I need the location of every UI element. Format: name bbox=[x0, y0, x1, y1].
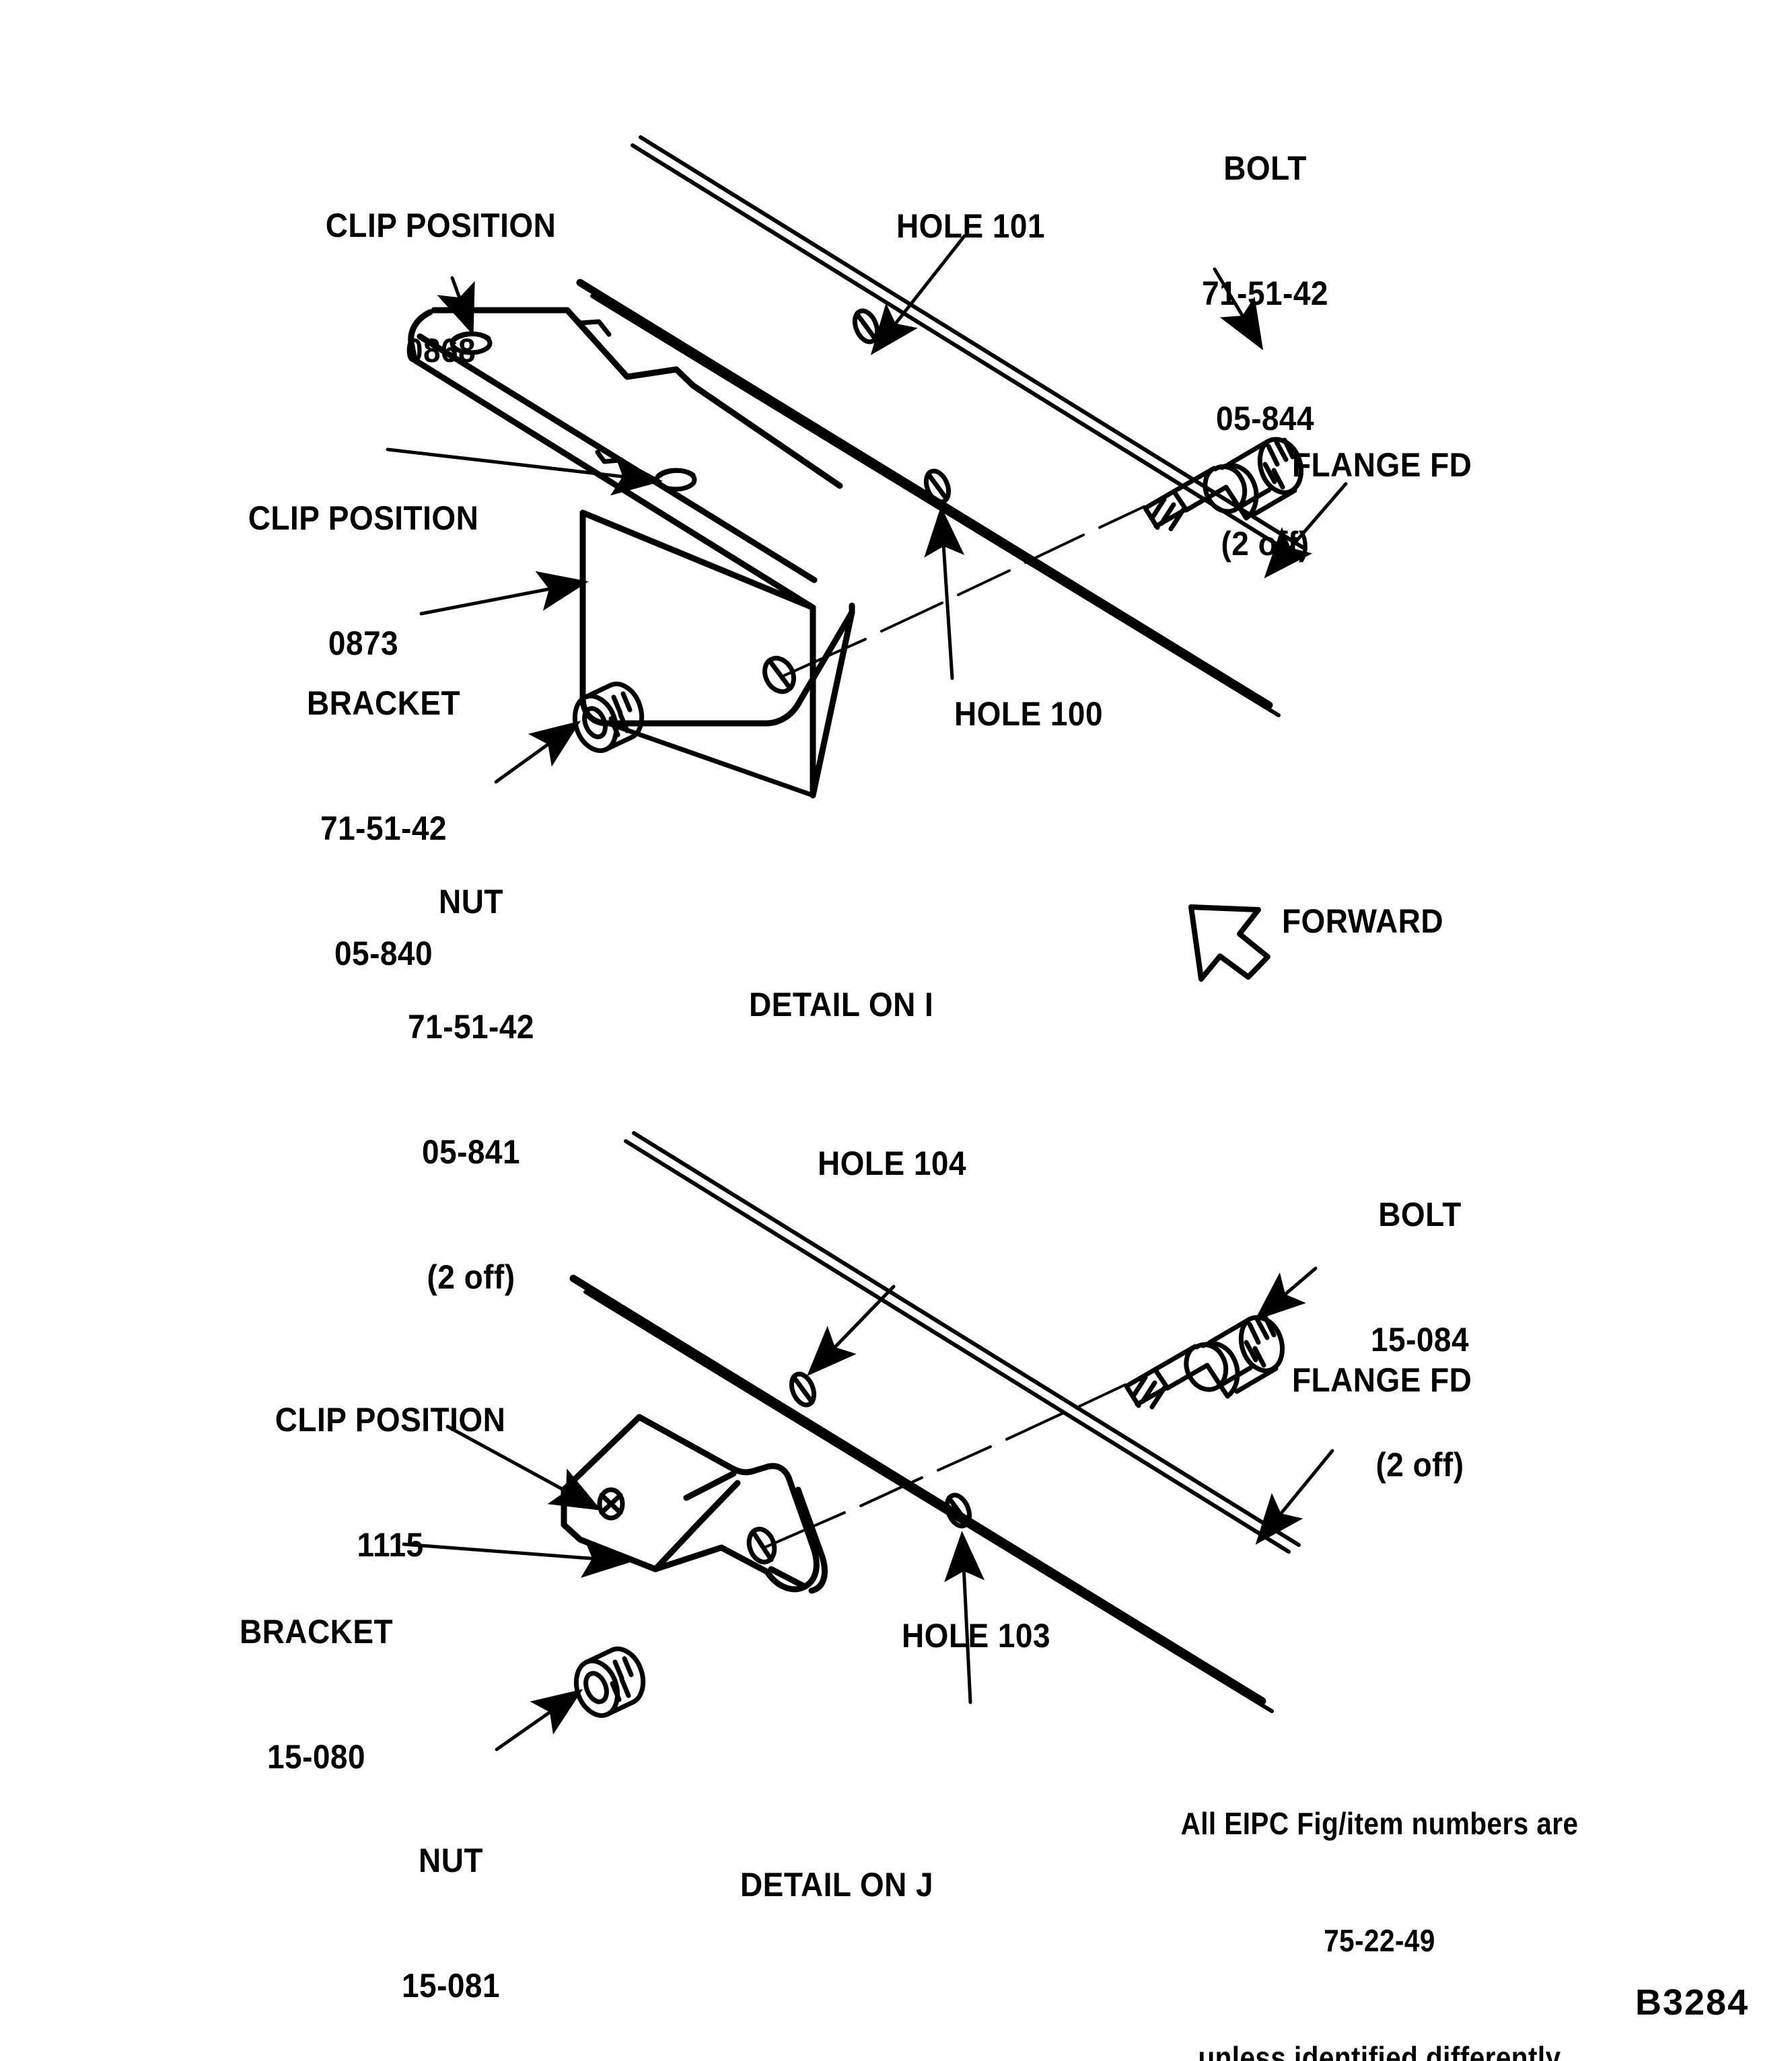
centreline-i bbox=[781, 505, 1145, 678]
clip-position-number: 0868 bbox=[405, 332, 476, 369]
bolt-lower-drawing bbox=[1124, 1315, 1285, 1410]
flange-fd-upper-thick bbox=[576, 279, 1273, 709]
callout-flange-fd-j: FLANGE FD bbox=[1292, 1361, 1472, 1399]
callout-bolt-i: BOLT 71-51-42 05-844 (2 off) bbox=[1153, 64, 1376, 648]
bracket-hole-clip-0873 bbox=[654, 468, 697, 492]
bracket-part-number-1: 71-51-42 bbox=[320, 809, 447, 847]
callout-hole-103: HOLE 103 bbox=[902, 1617, 1051, 1655]
figure-reference: B3284 bbox=[1635, 1982, 1750, 2023]
nut-upper-drawing bbox=[573, 682, 644, 753]
detail-caption-i: DETAIL ON I bbox=[749, 986, 934, 1023]
clip-position-label: CLIP POSITION bbox=[325, 207, 557, 244]
forward-arrow-icon bbox=[1188, 904, 1270, 982]
callout-clip-position-1115: CLIP POSITION 1115 bbox=[260, 1315, 520, 1649]
clip-position-label: CLIP POSITION bbox=[248, 499, 479, 537]
eipc-note-line-3: unless identified differently bbox=[1198, 2040, 1561, 2061]
flange-fd-lower-thick bbox=[569, 1274, 1266, 1705]
forward-label: FORWARD bbox=[1282, 902, 1444, 940]
nut-label: NUT bbox=[439, 883, 503, 920]
callout-bracket-j: BRACKET 15-080 bbox=[223, 1527, 409, 1861]
nut-part-number-2: 05-841 bbox=[421, 1133, 520, 1171]
bolt-quantity: (2 off) bbox=[1375, 1446, 1464, 1484]
callout-nut-j: NUT 15-081 (2 off) bbox=[358, 1756, 544, 2061]
nut-part-number-1: 71-51-42 bbox=[408, 1008, 534, 1046]
callout-hole-101: HOLE 101 bbox=[896, 207, 1046, 245]
bracket-upper-notch bbox=[565, 308, 622, 464]
bracket-lower-hole-lug bbox=[746, 1527, 777, 1564]
nut-part-number: 15-081 bbox=[401, 1967, 500, 2004]
bolt-label: BOLT bbox=[1378, 1196, 1462, 1233]
eipc-note-line-2: 75-22-49 bbox=[1324, 1923, 1435, 1958]
centreline-j bbox=[764, 1383, 1126, 1548]
eipc-note: All EIPC Fig/item numbers are 75-22-49 u… bbox=[1131, 1726, 1628, 2061]
bracket-label: BRACKET bbox=[306, 684, 461, 722]
hole-103-shape bbox=[944, 1492, 972, 1529]
clip-position-label: CLIP POSITION bbox=[275, 1401, 506, 1439]
bracket-lower-drawing bbox=[561, 1414, 828, 1594]
bolt-quantity: (2 off) bbox=[1221, 525, 1310, 563]
bracket-lower-hole-tab bbox=[597, 1487, 625, 1521]
clip-position-number: 1115 bbox=[357, 1526, 424, 1564]
callout-hole-100: HOLE 100 bbox=[954, 695, 1104, 733]
flange-fd-lower bbox=[624, 1131, 1301, 1554]
bracket-part-number-2: 05-840 bbox=[334, 935, 433, 972]
bolt-upper-drawing bbox=[1143, 437, 1304, 532]
callout-nut-i: NUT 71-51-42 05-841 (2 off) bbox=[359, 797, 582, 1381]
bolt-label: BOLT bbox=[1223, 149, 1307, 187]
detail-caption-j: DETAIL ON J bbox=[740, 1866, 934, 1904]
flange-fd-lower-lower-edge bbox=[583, 1290, 1274, 1713]
callout-clip-position-0873: CLIP POSITION 0873 bbox=[234, 414, 493, 748]
hole-104-shape bbox=[789, 1371, 817, 1408]
clip-position-number: 0873 bbox=[328, 624, 399, 662]
nut-label: NUT bbox=[419, 1842, 483, 1879]
eipc-note-line-1: All EIPC Fig/item numbers are bbox=[1180, 1806, 1579, 1841]
callout-hole-104: HOLE 104 bbox=[818, 1145, 967, 1182]
hole-101-shape bbox=[852, 308, 880, 345]
bolt-part-number: 15-084 bbox=[1370, 1321, 1469, 1359]
callout-bolt-j: BOLT 15-084 (2 off) bbox=[1327, 1110, 1513, 1569]
bracket-hole-web bbox=[762, 655, 796, 694]
bracket-upper-web bbox=[579, 509, 855, 799]
nut-quantity: (2 off) bbox=[427, 1258, 515, 1296]
bolt-part-number-1: 71-51-42 bbox=[1202, 275, 1328, 312]
hole-100-shape bbox=[923, 468, 952, 505]
leaders-detail-j bbox=[402, 1266, 1334, 1751]
callout-bracket-i: BRACKET 71-51-42 05-840 bbox=[272, 599, 495, 1058]
bracket-label: BRACKET bbox=[239, 1613, 394, 1651]
callout-flange-fd-i: FLANGE FD bbox=[1292, 446, 1472, 484]
callout-clip-position-0868: CLIP POSITION 0868 bbox=[311, 121, 571, 455]
bracket-part-number: 15-080 bbox=[266, 1738, 365, 1776]
leaders-detail-i bbox=[386, 234, 1348, 784]
flange-fd-upper-lower-edge bbox=[590, 294, 1281, 717]
nut-lower-drawing bbox=[574, 1647, 645, 1718]
bolt-part-number-2: 05-844 bbox=[1215, 400, 1314, 437]
